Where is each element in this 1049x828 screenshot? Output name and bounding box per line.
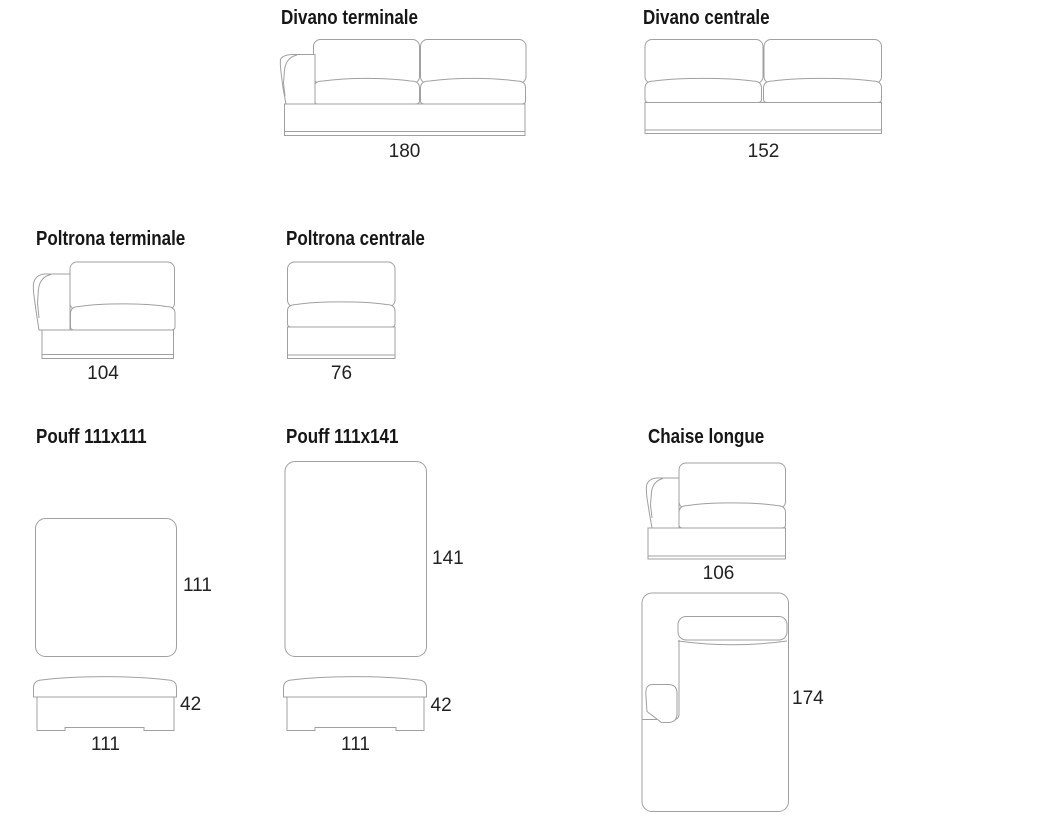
figure-title-pouff-111x111: Pouff 111x111	[35, 425, 147, 448]
armrest-outline	[279, 54, 316, 105]
dimension-label-width: 104	[87, 363, 119, 384]
dimension-label-depth: 111	[183, 575, 212, 596]
dimension-label-width: 111	[341, 733, 370, 755]
back-cushion-left-outline	[313, 39, 420, 84]
pouff-111x111-drawing	[33, 518, 177, 731]
figure-title-pouff-111x141: Pouff 111x141	[286, 425, 399, 448]
armrest-roll-line	[649, 478, 664, 519]
poltrona-terminale-front-drawing	[32, 261, 176, 359]
pouf-cushion-outline	[283, 676, 427, 698]
seat-cushion-left-outline	[313, 77, 420, 105]
sofa-base-outline	[647, 527, 786, 560]
seat-cushion-outline	[70, 303, 176, 331]
seat-cushion-left-outline	[644, 77, 762, 103]
pouff-111x141-drawing	[283, 461, 427, 731]
divano-terminale-front-drawing	[279, 39, 527, 136]
armrest-roll-top-view-outline	[645, 684, 678, 723]
figure-title-chaise-longue: Chaise longue	[647, 425, 764, 448]
pouf-cushion-outline	[33, 676, 177, 698]
pouf-top-view-outline	[35, 518, 177, 657]
sofa-base-outline	[284, 103, 526, 136]
backrest-top-view-outline	[677, 616, 788, 641]
chaise-longue-drawing	[641, 462, 789, 812]
pouf-base-outline	[286, 696, 425, 731]
back-cushion-right-outline	[763, 39, 882, 84]
back-cushion-outline	[287, 261, 396, 308]
dimension-label-depth: 141	[432, 548, 464, 569]
seat-cushion-right-outline	[763, 77, 882, 103]
seat-cushion-right-outline	[420, 77, 526, 105]
seat-cushion-outline	[678, 502, 786, 529]
back-cushion-left-outline	[644, 39, 764, 84]
sofa-base-outline	[287, 326, 396, 359]
pouf-base-outline	[36, 696, 175, 731]
back-cushion-right-outline	[420, 39, 527, 84]
armrest-roll-line	[36, 274, 52, 319]
figure-title-poltrona-terminale: Poltrona terminale	[36, 228, 186, 250]
armrest-roll-line	[282, 54, 298, 97]
figure-title-poltrona-centrale: Poltrona centrale	[286, 228, 425, 250]
dimension-label-width: 106	[702, 563, 735, 584]
seat-cushion-outline	[287, 301, 396, 328]
divano-centrale-front-drawing	[644, 39, 882, 134]
dimension-label-width: 152	[747, 141, 780, 162]
dimension-label-width: 111	[91, 733, 120, 755]
back-cushion-outline	[69, 261, 175, 311]
back-cushion-outline	[678, 462, 786, 509]
figure-title-divano-terminale: Divano terminale	[281, 6, 418, 29]
armrest-outline	[645, 477, 680, 529]
sofa-base-outline	[41, 329, 174, 359]
pouf-top-view-outline	[284, 461, 427, 657]
dimension-label-width: 76	[330, 363, 353, 384]
dimension-label-height: 42	[180, 694, 202, 715]
backrest-front-edge-line	[677, 640, 788, 646]
sofa-base-outline	[644, 102, 882, 134]
figure-title-divano-centrale: Divano centrale	[642, 6, 770, 29]
dimension-label-length: 174	[792, 688, 824, 709]
dimension-label-width: 180	[388, 141, 421, 162]
armrest-outline	[32, 273, 71, 331]
dimension-label-height: 42	[430, 695, 452, 716]
poltrona-centrale-front-drawing	[287, 261, 396, 359]
